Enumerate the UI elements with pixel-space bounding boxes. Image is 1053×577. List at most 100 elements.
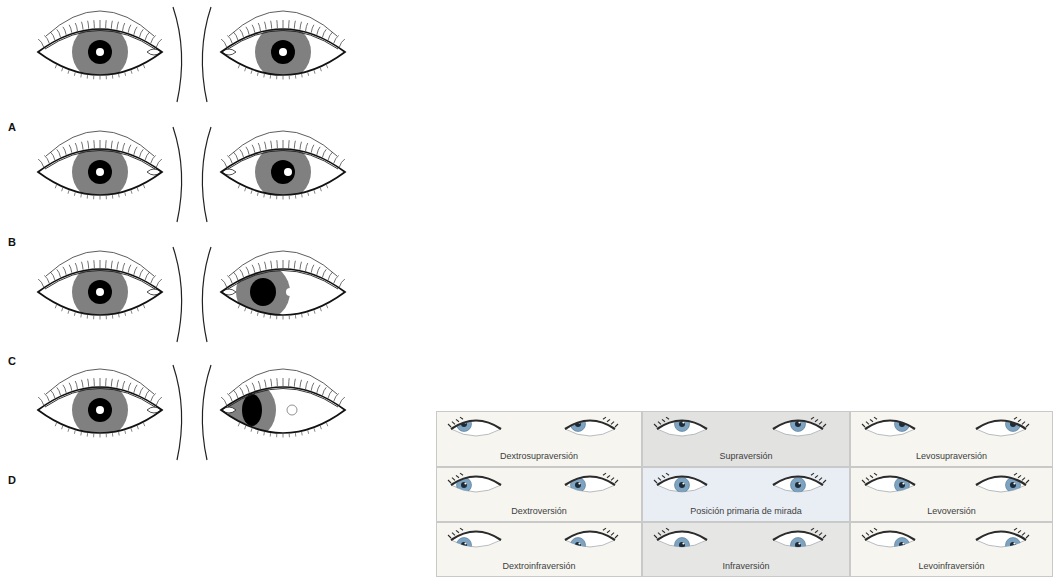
eye-highlight: [578, 482, 580, 484]
eye-highlight: [1013, 482, 1015, 484]
eyelash: [57, 387, 61, 395]
eyelash: [38, 159, 43, 167]
eyelash: [258, 381, 260, 389]
gaze-label: Levoinfraversión: [918, 561, 984, 576]
eyelash: [106, 434, 107, 438]
eyelash: [80, 314, 82, 318]
eyelash: [145, 390, 149, 398]
eyelash: [93, 196, 94, 200]
gaze-eye: [565, 417, 618, 437]
grid-cell-ground: [642, 522, 850, 577]
eyelash: [234, 32, 238, 40]
eyelash: [815, 475, 818, 477]
eyelash: [301, 432, 303, 436]
eyelash: [300, 142, 302, 150]
eyelash: [81, 262, 83, 270]
eyelash: [38, 279, 43, 287]
eyelash: [139, 29, 143, 37]
eyelash: [137, 308, 138, 312]
eyelash: [1026, 480, 1029, 483]
eye-outline: [38, 29, 162, 75]
eyelash: [139, 387, 143, 395]
eyelash: [128, 265, 131, 273]
eyelash: [607, 419, 610, 421]
eyelash: [80, 194, 82, 198]
pupil: [88, 398, 112, 422]
eyelash: [131, 310, 132, 314]
eyeball: [675, 538, 690, 553]
eyelash: [106, 196, 107, 200]
eye-highlight: [798, 421, 800, 423]
eyelash: [874, 473, 877, 475]
eyelash: [456, 419, 459, 421]
eye-highlight: [682, 482, 684, 484]
eyelash: [55, 305, 56, 309]
nose-line: [202, 247, 211, 342]
eyelash: [866, 422, 869, 425]
eye-highlight: [1013, 542, 1015, 544]
eyelash: [139, 269, 143, 277]
iris: [895, 538, 910, 553]
eyelash: [328, 390, 332, 398]
pupil: [575, 542, 581, 548]
gaze-eye: [565, 473, 618, 492]
panel-letter: C: [8, 355, 16, 367]
eyelash: [326, 305, 327, 309]
eyelid-margin: [228, 271, 338, 290]
eyelash: [314, 190, 315, 194]
eyelash: [866, 533, 869, 536]
eyelash: [654, 424, 657, 427]
pupil: [242, 394, 262, 426]
eyelash: [328, 32, 332, 40]
eyelash: [234, 272, 238, 280]
eyelash: [294, 379, 295, 387]
eyelash: [62, 188, 63, 192]
eyelash: [823, 535, 826, 538]
eyelash: [81, 142, 83, 150]
eyelash: [118, 194, 120, 198]
eyelash: [44, 275, 49, 283]
eyelash: [862, 535, 865, 538]
gaze-label: Levoversión: [927, 506, 976, 521]
eyelash: [270, 433, 271, 437]
eyeball: [675, 478, 690, 493]
eyelash: [307, 72, 309, 76]
grid-cell-ground: [850, 522, 1053, 577]
eyelash: [322, 29, 326, 37]
eyelash: [320, 426, 321, 430]
gaze-cell: Infraversión: [642, 522, 850, 577]
eyelash: [289, 316, 290, 320]
gaze-eye: [862, 528, 915, 552]
pupil: [271, 40, 295, 64]
eyelash: [314, 70, 315, 74]
corneal-reflex: [284, 168, 292, 176]
eyelash: [317, 27, 320, 35]
eyeball: [1006, 538, 1021, 553]
eyelash: [100, 316, 101, 320]
eyelash: [870, 530, 873, 532]
eye-figure: [221, 251, 345, 320]
gaze-eye: [862, 417, 915, 437]
eyelash: [100, 20, 101, 28]
iris: [791, 478, 806, 493]
eyelash: [258, 23, 260, 31]
gaze-eye: [448, 528, 501, 552]
eyelash: [456, 475, 459, 477]
pupil: [679, 421, 685, 427]
eyelash: [460, 528, 463, 530]
eyelash: [339, 39, 344, 47]
eyelash: [862, 480, 865, 483]
eyelash: [611, 478, 614, 481]
eyelash: [322, 269, 326, 277]
gaze-eye: [448, 473, 501, 492]
eyelash: [603, 528, 606, 530]
eyelash: [81, 22, 83, 30]
sclera: [451, 477, 501, 493]
eyelash: [137, 188, 138, 192]
eyelash: [654, 480, 657, 483]
eyelid-margin: [45, 389, 155, 408]
eyelash: [456, 530, 459, 532]
eyelash: [143, 423, 144, 427]
eyelash: [100, 140, 101, 148]
eyelash: [143, 65, 144, 69]
